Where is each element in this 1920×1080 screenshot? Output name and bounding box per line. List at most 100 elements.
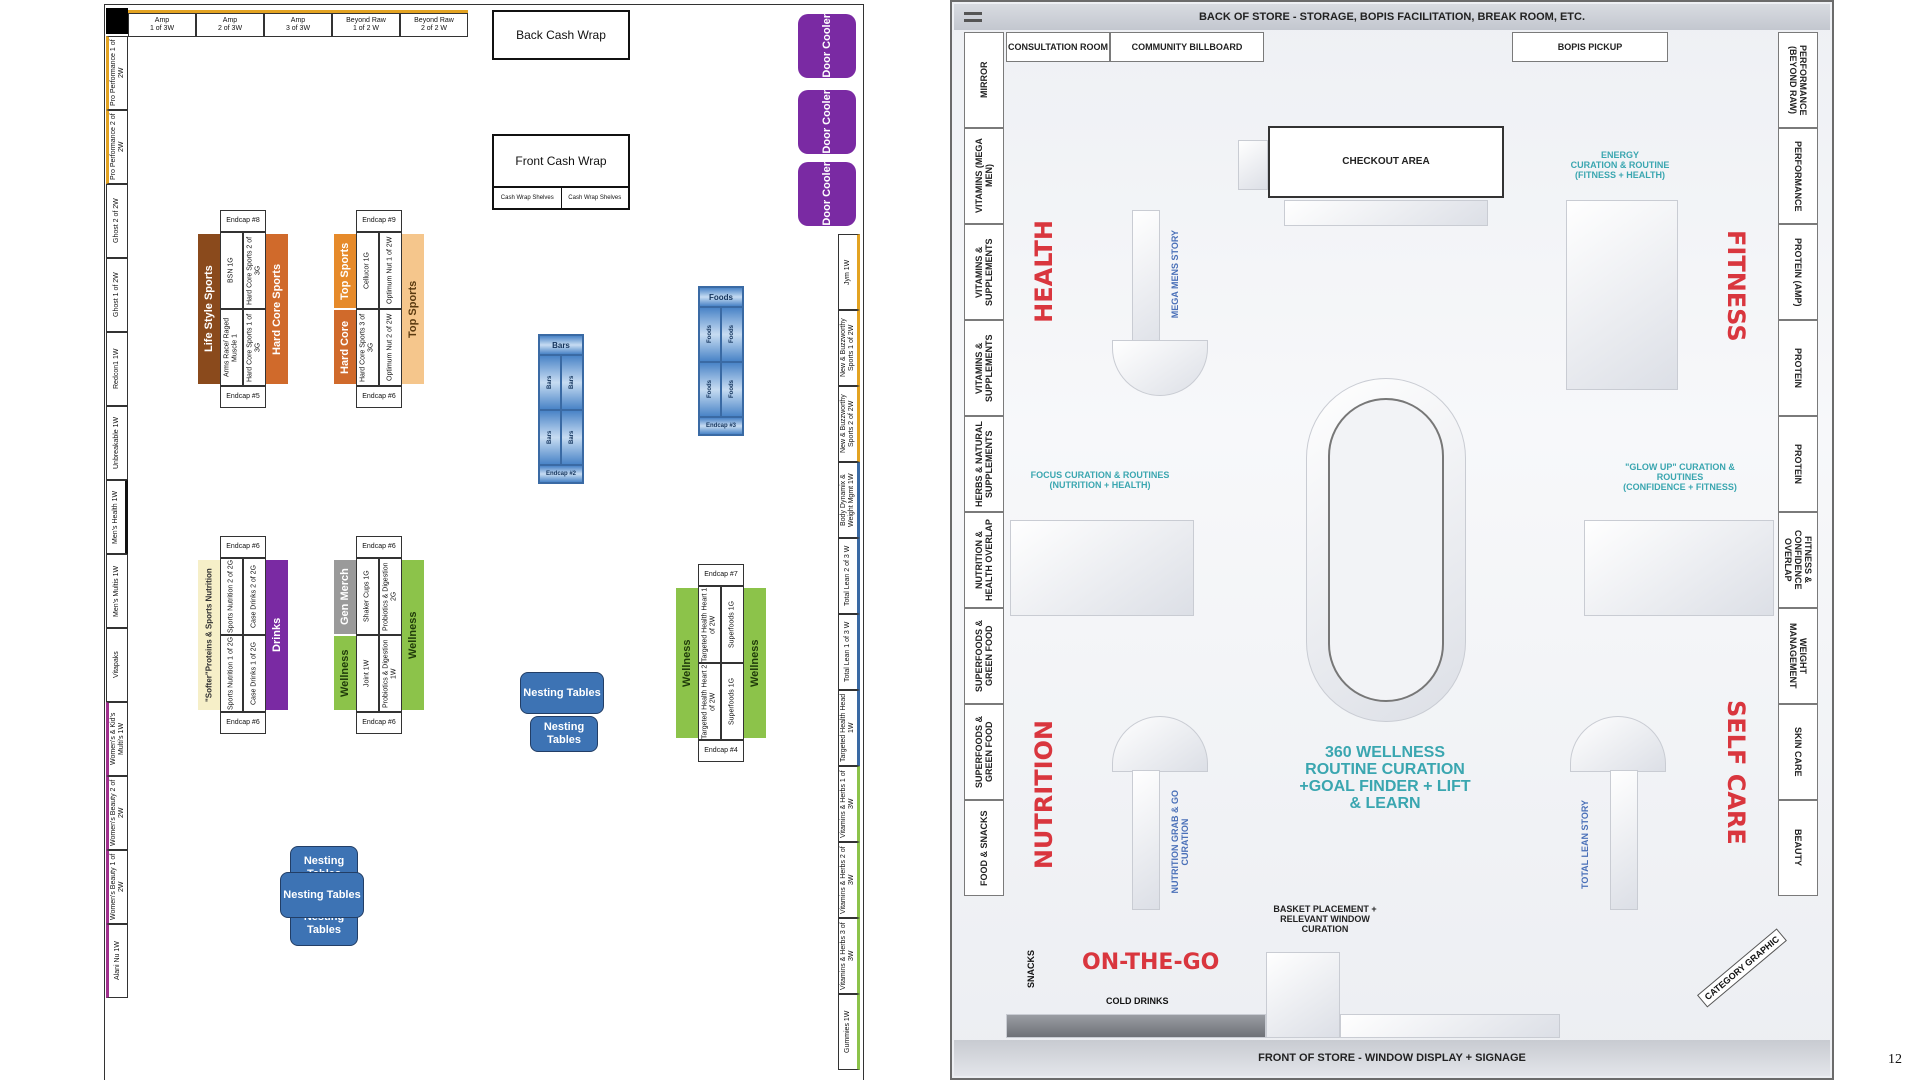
gondola-cell: Case Drinks 1 of 2G <box>243 635 266 712</box>
wall-section: Ghost 2 of 2W <box>106 184 128 258</box>
gondola-cell: Optimum Nut 1 of 2W <box>379 232 402 309</box>
wall-section: Body Dynamix & Weight Mgmt 1W <box>838 462 860 538</box>
gondola-targeted-health: Endcap #7 Wellness Targeted Health Heart… <box>676 564 768 762</box>
gondola-cell: Shaker Cups 1G <box>356 558 379 635</box>
gondola-cell: Hard Core Sports 3 of 3G <box>356 309 379 386</box>
endcap-label: Endcap #6 <box>220 536 266 558</box>
bars-title: Bars <box>539 335 583 355</box>
wall-section: Vitamins & Herbs 2 of 3W <box>838 842 860 918</box>
foods-unit: Foods Foods Foods Foods Foods Endcap #3 <box>698 286 744 436</box>
wellness-bar: Wellness <box>402 560 424 710</box>
gondola-grid: Targeted Health Heart 1 of 2W Superfoods… <box>698 586 744 740</box>
drinks-bar: Drinks <box>266 560 288 710</box>
top-sports-bar: Top Sports <box>334 234 356 308</box>
gondola-grid: BSN 1G Hard Core Sports 2 of 3G Arms Rac… <box>220 232 266 386</box>
wall-section: SKIN CARE <box>1778 704 1818 800</box>
wall-section: Men's Multis 1W <box>106 554 128 628</box>
cold-drinks-label: COLD DRINKS <box>1106 996 1169 1006</box>
selfcare-fixture <box>1610 770 1638 910</box>
focus-label: FOCUS CURATION & ROUTINES (NUTRITION + H… <box>1030 470 1170 490</box>
wall-section: Women's Beauty 1 of 2W <box>106 850 128 924</box>
page-number: 12 <box>1888 1052 1902 1067</box>
gondola-cell: Sports Nutrition 1 of 2G <box>220 635 243 712</box>
back-banner-text: BACK OF STORE - STORAGE, BOPIS FACILITAT… <box>1198 11 1586 23</box>
endcap-label: Endcap #2 <box>539 465 583 483</box>
gondola-cell: BSN 1G <box>220 232 243 309</box>
foods-slot: Foods <box>699 362 721 417</box>
foods-slot: Foods <box>699 307 721 362</box>
focus-fixture <box>1010 520 1194 616</box>
zone-health: HEALTH <box>1030 220 1058 323</box>
top-wall-cell: Beyond Raw 1 of 2 W <box>332 13 400 37</box>
gondola-cell: Joint 1W <box>356 635 379 712</box>
hard-core-bar: Hard Core <box>334 310 356 384</box>
zone-self-care: SELF CARE <box>1722 700 1750 845</box>
back-banner: BACK OF STORE - STORAGE, BOPIS FACILITAT… <box>954 4 1830 30</box>
wall-section: FITNESS & CONFIDENCE OVERLAP <box>1778 512 1818 608</box>
endcap-label: Endcap #4 <box>698 740 744 762</box>
zone-fitness: FITNESS <box>1722 230 1750 342</box>
endcap-label: Endcap #6 <box>356 386 402 408</box>
foods-slot: Foods <box>721 362 743 417</box>
basket-fixture <box>1266 952 1340 1038</box>
energy-fixture <box>1566 200 1678 390</box>
wall-section: Total Lean 1 of 3 W <box>838 614 860 690</box>
gondola-grid: Shaker Cups 1G Probiotics & Digestion 2G… <box>356 558 402 712</box>
center-oval-inner <box>1328 398 1444 702</box>
gondola-cell: Hard Core Sports 2 of 3G <box>243 232 266 309</box>
front-banner-text: FRONT OF STORE - WINDOW DISPLAY + SIGNAG… <box>1258 1052 1526 1064</box>
endcap-label: Endcap #6 <box>220 712 266 734</box>
gondola-cell: Arms Race/ Raged Muscle 1 <box>220 309 243 386</box>
front-cash-wrap-label: Front Cash Wrap <box>494 136 628 188</box>
gondola-cell: Sports Nutrition 2 of 2G <box>220 558 243 635</box>
wall-section: Vitamins & Herbs 1 of 3W <box>838 766 860 842</box>
gondola-lifestyle-sports: Endcap #8 Life Style Sports BSN 1G Hard … <box>198 210 290 408</box>
wall-section: PROTEIN <box>1778 320 1818 416</box>
center-label: 360 WELLNESS ROUTINE CURATION +GOAL FIND… <box>1299 744 1471 812</box>
endcap-label: Endcap #5 <box>220 386 266 408</box>
cash-wrap-shelf: Cash Wrap Shelves <box>561 188 628 208</box>
wall-section: PROTEIN (AMP) <box>1778 224 1818 320</box>
softer-proteins-bar: "Softer"Proteins & Sports Nutrition <box>198 560 220 710</box>
top-sports-bar: Top Sports <box>402 234 424 384</box>
top-wall-cell: Amp 3 of 3W <box>264 13 332 37</box>
wall-section: Women's & Kid's Multi's 1W <box>106 702 128 776</box>
gondola-proteins-drinks: Endcap #6 "Softer"Proteins & Sports Nutr… <box>198 536 290 734</box>
wall-section: BEAUTY <box>1778 800 1818 896</box>
wellness-bar: Wellness <box>676 588 698 738</box>
wall-section: PERFORMANCE <box>1778 128 1818 224</box>
door-cooler: Door Cooler <box>798 162 856 226</box>
grab-go-label: NUTRITION GRAB & GO CURATION <box>1170 790 1190 894</box>
window-fixture <box>1340 1014 1560 1038</box>
endcap-label: Endcap #3 <box>699 417 743 435</box>
zone-nutrition: NUTRITION <box>1030 720 1058 870</box>
wall-section: PERFORMANCE (BEYOND RAW) <box>1778 32 1818 128</box>
bars-slot: Bars <box>539 355 561 410</box>
glow-label: "GLOW UP" CURATION & ROUTINES (CONFIDENC… <box>1623 462 1737 492</box>
top-wall-cell: Amp 1 of 3W <box>128 13 196 37</box>
top-wall-row: Amp 1 of 3W Amp 2 of 3W Amp 3 of 3W Beyo… <box>128 10 468 37</box>
wall-section: FOOD & SNACKS <box>964 800 1004 896</box>
top-wall-cell: Amp 2 of 3W <box>196 13 264 37</box>
wall-section: Ghost 1 of 2W <box>106 258 128 332</box>
wall-section: New & Buzzworthy Sports 2 of 2W <box>838 386 860 462</box>
wall-section: MIRROR <box>964 32 1004 128</box>
gen-merch-bar: Gen Merch <box>334 560 356 634</box>
front-cash-wrap: Front Cash Wrap Cash Wrap Shelves Cash W… <box>492 134 630 210</box>
gondola-cell: Targeted Health Heart 2 of 2W <box>698 663 721 740</box>
cold-drinks-fixture <box>1006 1014 1266 1038</box>
wall-section: WEIGHT MANAGEMENT <box>1778 608 1818 704</box>
lifestyle-sports-bar: Life Style Sports <box>198 234 220 384</box>
gondola-top-sports: Endcap #9 Top Sports Hard Core Cellucor … <box>334 210 426 408</box>
wall-section: VITAMINS & SUPPLEMENTS <box>964 320 1004 416</box>
consultation-room: CONSULTATION ROOM <box>1006 32 1110 62</box>
endcap-label: Endcap #8 <box>220 210 266 232</box>
nutrition-fixture <box>1132 770 1160 910</box>
top-wall-cell: Beyond Raw 2 of 2 W <box>400 13 468 37</box>
left-floor-plan <box>104 4 864 1080</box>
wall-section: Redcon1 1W <box>106 332 128 406</box>
mega-mens-label: MEGA MENS STORY <box>1170 230 1180 319</box>
wall-section: Unbreakable 1W <box>106 406 128 480</box>
bars-slot: Bars <box>561 410 583 465</box>
gondola-grid: Cellucor 1G Optimum Nut 1 of 2W Hard Cor… <box>356 232 402 386</box>
